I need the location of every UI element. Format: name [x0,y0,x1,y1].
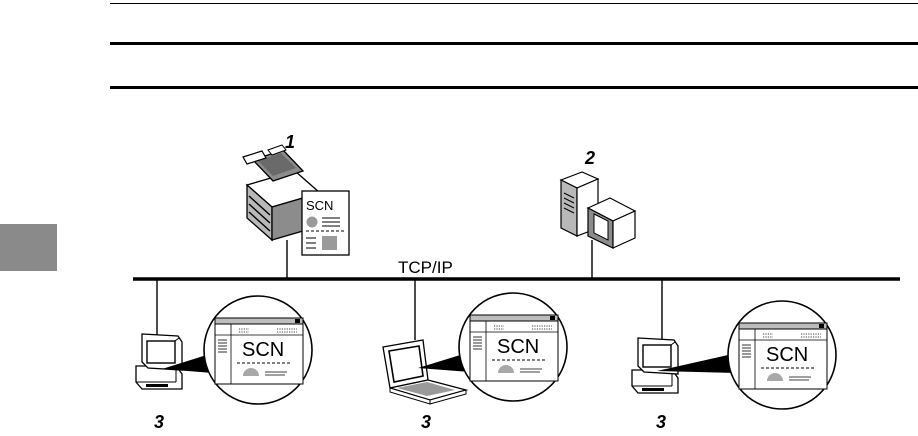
callout-3-left: 3 [154,412,164,432]
scan-application-window-middle: SCN [470,315,558,381]
client-desktop-left-icon [136,334,182,389]
client-desktop-right-icon [632,338,678,393]
document-title: SCN [306,198,333,213]
callout-2: 2 [584,148,595,168]
window-title-left: SCN [242,339,284,361]
scan-application-window-left: SCN [215,318,303,384]
client-laptop-icon [383,340,466,404]
scanned-document-icon: SCN [302,191,349,255]
server-computer-icon [561,172,635,248]
scan-application-window-right: SCN [739,323,827,389]
network-label: TCP/IP [398,258,453,277]
callout-3-right: 3 [656,412,666,432]
window-title-middle: SCN [497,336,539,358]
window-title-right: SCN [766,344,808,366]
callout-3-middle: 3 [421,412,431,432]
callout-1: 1 [285,132,295,152]
